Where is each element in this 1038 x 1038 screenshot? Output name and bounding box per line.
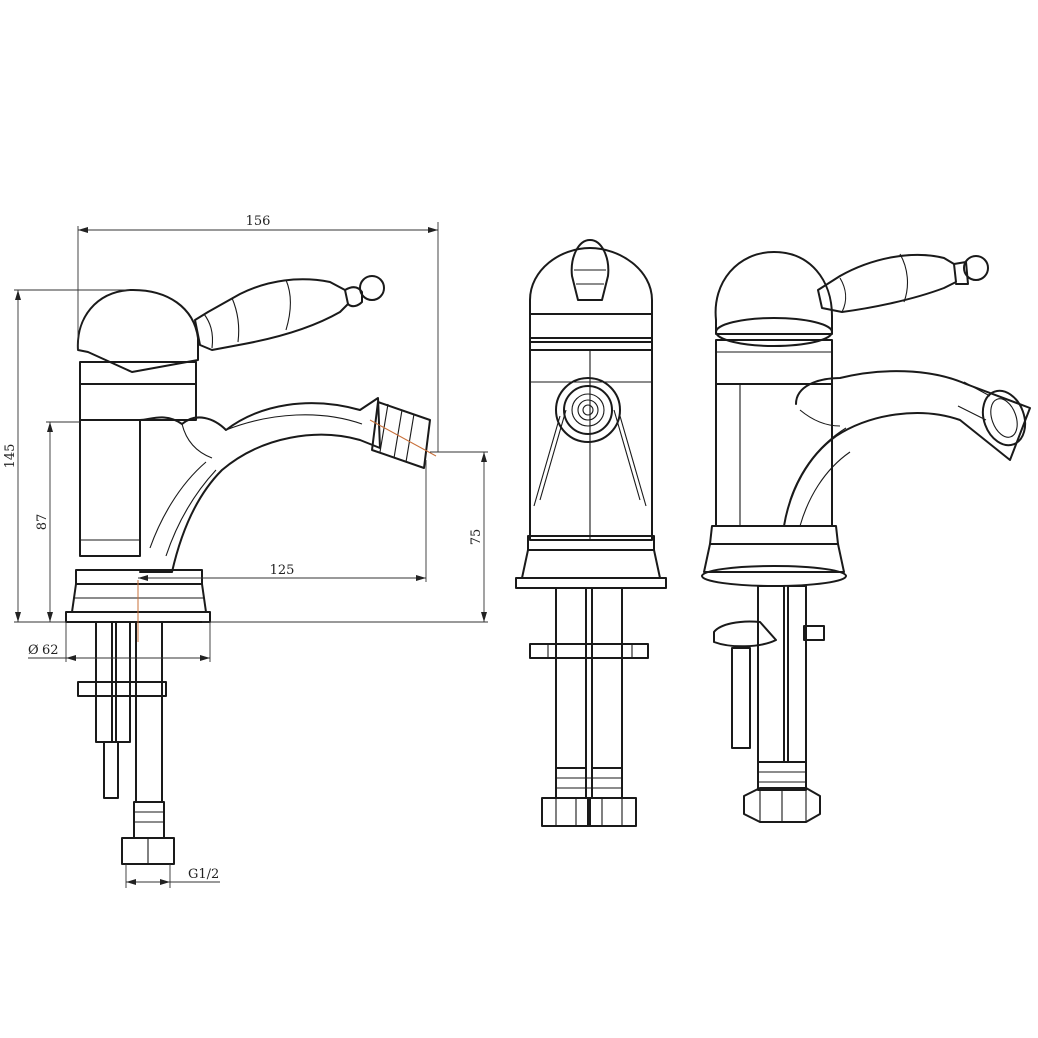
dim-75-label: 75 <box>469 529 484 546</box>
dim-87-label: 87 <box>35 514 50 531</box>
dim-62-label: 62 <box>42 643 59 658</box>
front-view <box>515 239 667 827</box>
dim-diameter-symbol: Ø <box>28 643 39 658</box>
perspective-view <box>701 251 1031 823</box>
dim-145-label: 145 <box>3 444 18 469</box>
dim-156-label: 156 <box>246 214 271 229</box>
side-view: 156 145 87 75 125 Ø 62 G1/2 <box>3 214 488 888</box>
dim-125-label: 125 <box>270 563 295 578</box>
dim-thread-label: G1/2 <box>188 867 219 882</box>
